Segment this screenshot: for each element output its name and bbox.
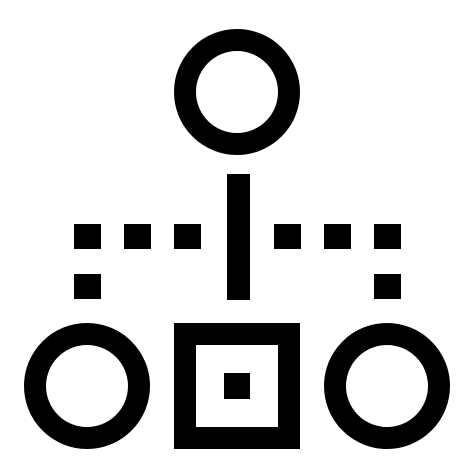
top-node-circle [174, 29, 300, 155]
vertical-connector [227, 174, 250, 300]
dash-left-3 [174, 224, 201, 249]
bottom-center-node-square [174, 323, 300, 449]
dash-drop-left [74, 274, 101, 299]
dash-right-3 [374, 224, 401, 249]
bottom-right-node-circle [324, 323, 450, 449]
dash-drop-right [374, 274, 401, 299]
dash-right-1 [274, 224, 301, 249]
dash-left-1 [74, 224, 101, 249]
dash-left-2 [124, 224, 151, 249]
bottom-left-node-circle [24, 323, 150, 449]
dash-right-2 [324, 224, 351, 249]
bottom-center-node-dot [224, 373, 250, 399]
